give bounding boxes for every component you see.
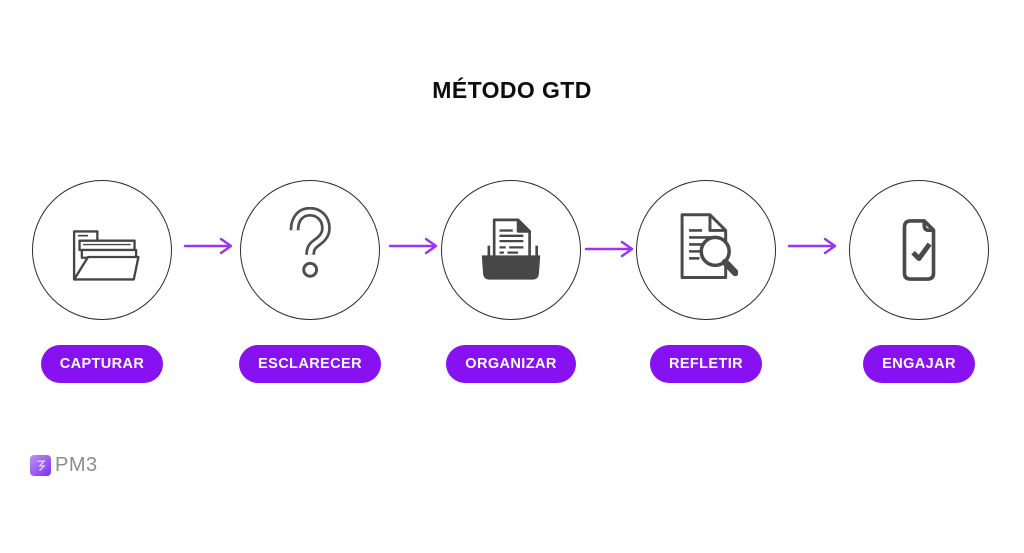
- flow-arrow: [183, 237, 233, 255]
- document-check-icon: [902, 219, 936, 281]
- step-refletir: REFLETIR: [636, 180, 776, 383]
- step-circle: [849, 180, 989, 320]
- document-magnifier-icon: [680, 212, 738, 279]
- pm3-mark-icon: [30, 455, 51, 476]
- step-circle: [240, 180, 380, 320]
- flow-arrow: [388, 237, 438, 255]
- step-label-pill: ESCLARECER: [239, 345, 381, 383]
- step-label-pill: CAPTURAR: [40, 345, 164, 383]
- pm3-logo: PM3: [30, 455, 98, 476]
- step-circle: [636, 180, 776, 320]
- flow-arrow: [584, 240, 634, 258]
- step-label-pill: REFLETIR: [649, 345, 763, 383]
- step-circle: [441, 180, 581, 320]
- pm3-logo-text: PM3: [55, 454, 98, 476]
- step-capturar: CAPTURAR: [32, 180, 172, 383]
- step-label-pill: ENGAJAR: [863, 345, 975, 383]
- diagram-title: MÉTODO GTD: [432, 77, 592, 103]
- step-esclarecer: ESCLARECER: [239, 180, 381, 383]
- open-folder-icon: [72, 230, 140, 281]
- step-organizar: ORGANIZAR: [441, 180, 581, 383]
- step-engajar: ENGAJAR: [849, 180, 989, 383]
- question-mark-icon: [289, 207, 331, 278]
- flow-arrow: [787, 237, 837, 255]
- step-circle: [32, 180, 172, 320]
- document-in-box-icon: [481, 218, 541, 280]
- step-label-pill: ORGANIZAR: [446, 345, 576, 383]
